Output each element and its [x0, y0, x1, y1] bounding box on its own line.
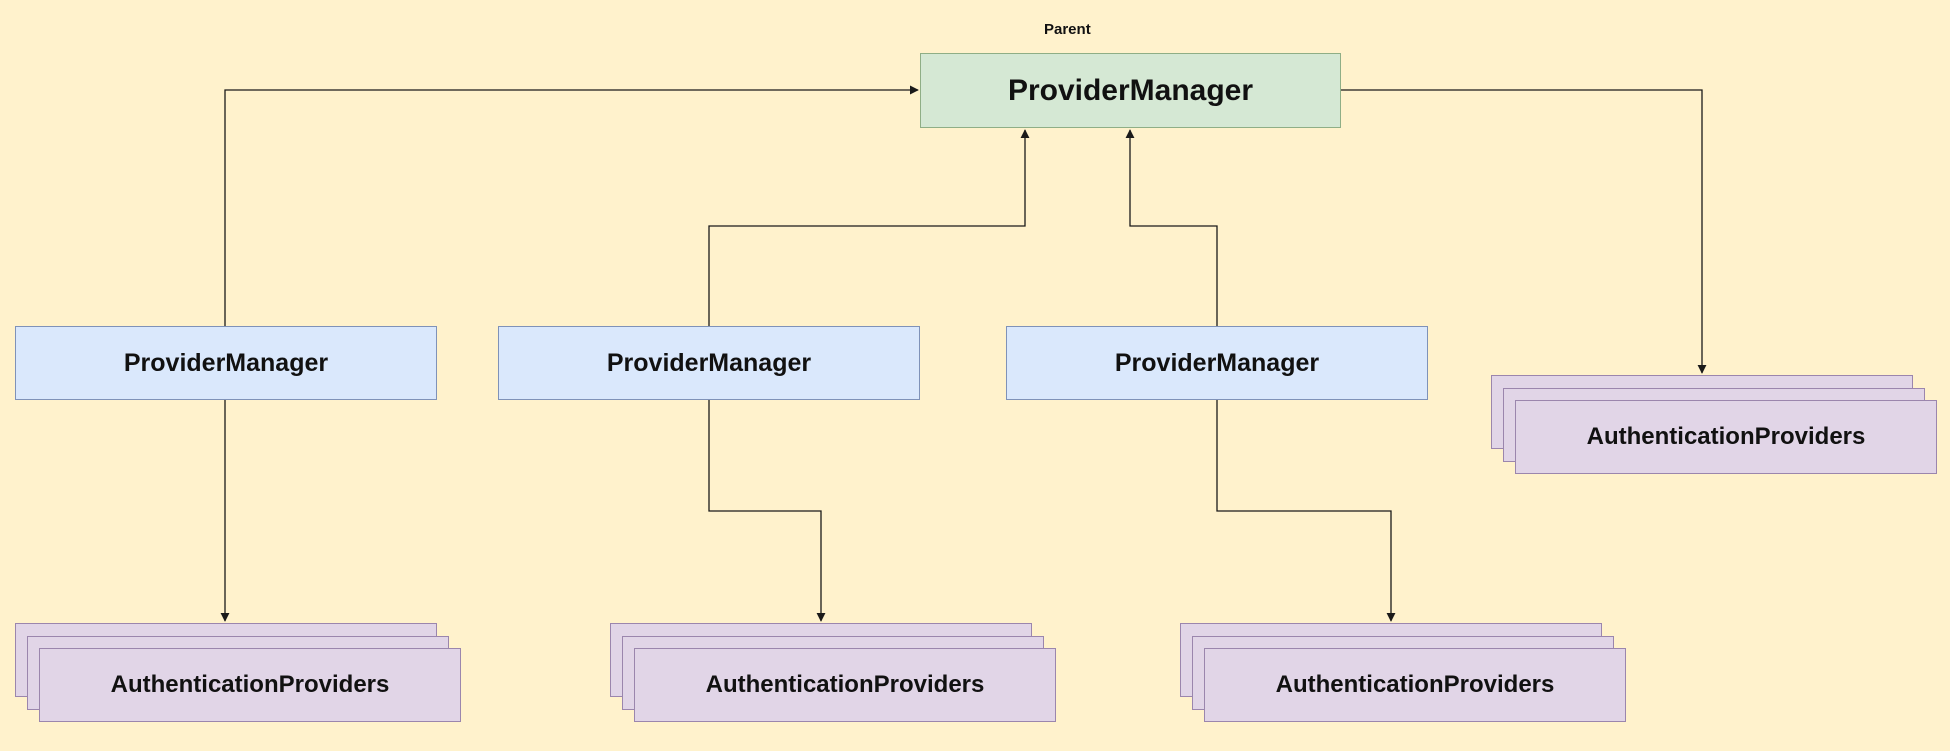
authentication-providers-4: AuthenticationProviders	[1515, 400, 1937, 474]
child-provider-manager-3: ProviderManager	[1006, 326, 1428, 400]
authentication-providers-2: AuthenticationProviders	[634, 648, 1056, 722]
edge-child-2-to-parent	[708, 129, 1030, 326]
parent-provider-manager: ProviderManager	[920, 53, 1341, 128]
parent-caption: Parent	[1044, 21, 1091, 38]
authentication-providers-3: AuthenticationProviders	[1204, 648, 1626, 722]
child-provider-manager-2: ProviderManager	[498, 326, 920, 400]
edge-parent-to-provider-group-4	[1341, 89, 1707, 374]
authentication-providers-1: AuthenticationProviders	[39, 648, 461, 722]
edge-child-3-to-provider-group-3	[1216, 400, 1396, 622]
edge-child-1-to-parent	[224, 85, 919, 326]
edge-child-2-to-provider-group-2	[708, 400, 826, 622]
edge-child-3-to-parent	[1125, 129, 1218, 326]
child-provider-manager-1: ProviderManager	[15, 326, 437, 400]
